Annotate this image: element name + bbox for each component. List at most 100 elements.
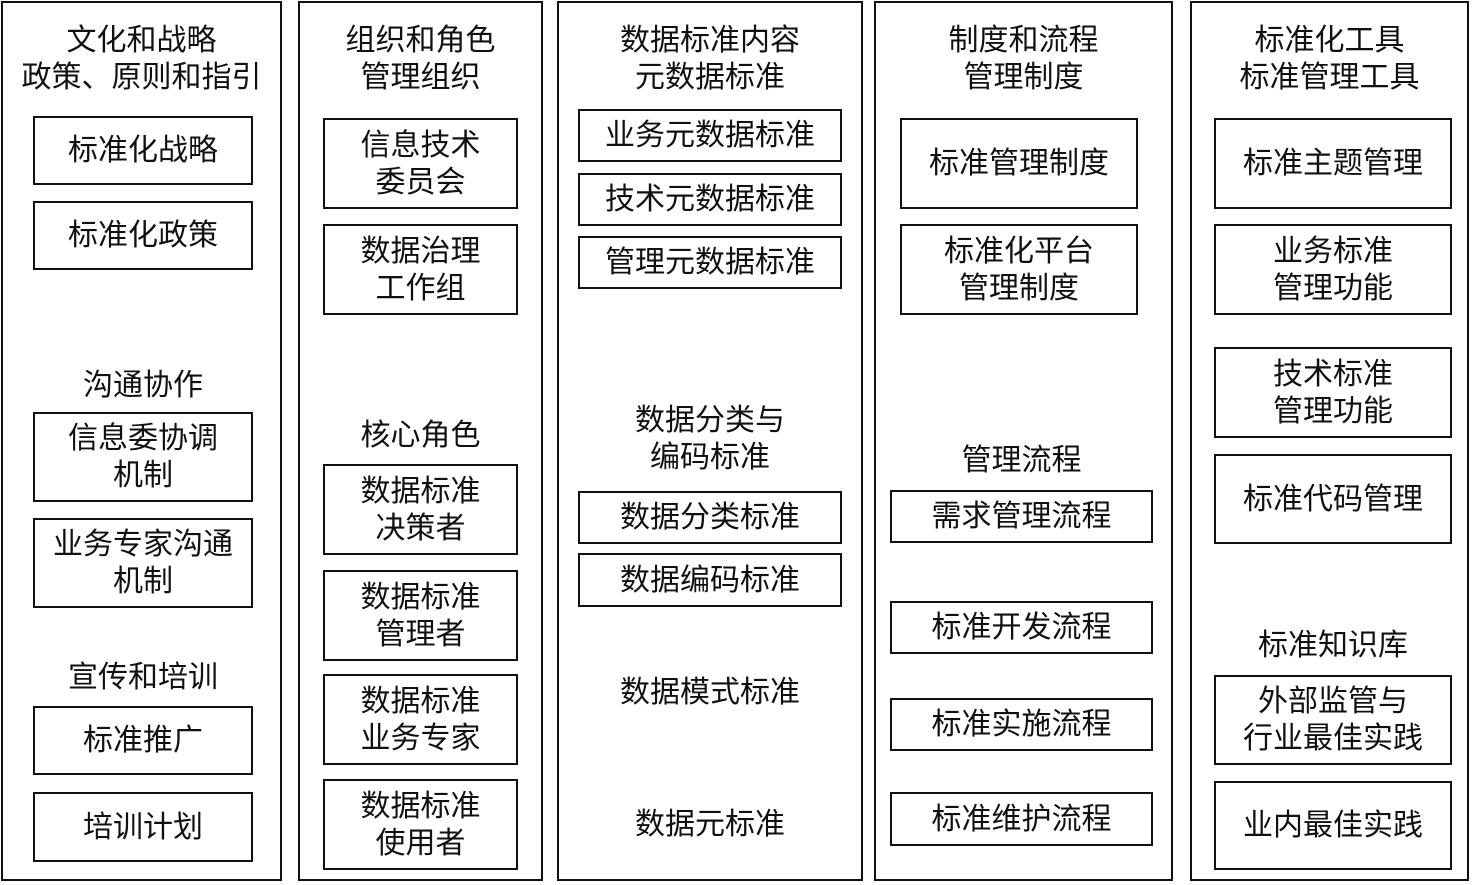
- column-header-line: 标准管理工具: [1239, 60, 1420, 95]
- item-box-line: 机制: [113, 564, 173, 599]
- item-box-line: 使用者: [375, 825, 466, 861]
- item-box-line: 标准推广: [83, 723, 203, 758]
- item-box-line: 需求管理流程: [931, 499, 1112, 534]
- column-header-line: 组织和角色: [345, 23, 496, 58]
- item-box: 数据标准使用者: [323, 779, 518, 870]
- item-box-line: 标准化政策: [68, 218, 218, 253]
- item-box-line: 标准实施流程: [931, 707, 1112, 742]
- item-box-line: 标准化战略: [68, 133, 218, 168]
- item-box-line: 标准开发流程: [931, 610, 1112, 645]
- column-header: 文化和战略政策、原则和指引: [1, 22, 282, 96]
- item-box: 标准主题管理: [1214, 118, 1452, 209]
- item-box: 标准管理制度: [900, 118, 1138, 209]
- item-box-line: 培训计划: [83, 809, 203, 845]
- item-box-line: 委员会: [375, 164, 466, 200]
- section-heading: 宣传和培训: [33, 658, 253, 696]
- item-box-line: 数据编码标准: [620, 562, 800, 598]
- item-box-line: 标准维护流程: [931, 801, 1112, 837]
- section-heading-line: 数据元标准: [635, 806, 785, 842]
- item-box: 数据标准管理者: [323, 570, 518, 661]
- item-box-line: 数据治理: [360, 233, 481, 269]
- column-header: 数据标准内容元数据标准: [557, 22, 863, 96]
- item-box-line: 技术标准: [1273, 356, 1393, 392]
- item-box: 业内最佳实践: [1214, 781, 1452, 870]
- item-box: 标准化政策: [33, 201, 253, 270]
- item-box: 信息委协调机制: [33, 412, 253, 502]
- column-header-line: 数据标准内容: [620, 23, 800, 58]
- section-heading-line: 管理流程: [961, 442, 1082, 478]
- item-box-line: 管理元数据标准: [605, 245, 815, 280]
- item-box: 信息技术委员会: [323, 118, 518, 209]
- item-box-line: 决策者: [375, 510, 466, 546]
- section-heading-line: 宣传和培训: [68, 659, 218, 695]
- column-header-line: 管理制度: [963, 60, 1084, 95]
- item-box: 管理元数据标准: [578, 236, 842, 289]
- column-header-line: 元数据标准: [635, 60, 785, 95]
- item-box: 标准开发流程: [890, 601, 1153, 654]
- item-box-line: 标准代码管理: [1243, 481, 1423, 517]
- item-box-line: 技术元数据标准: [605, 182, 815, 217]
- section-heading-line: 编码标准: [650, 440, 770, 475]
- item-box-line: 信息委协调: [68, 421, 218, 456]
- column-header: 制度和流程管理制度: [874, 22, 1173, 96]
- column-culture: [1, 1, 282, 881]
- item-box: 标准维护流程: [890, 792, 1153, 846]
- column-process: [874, 1, 1173, 881]
- section-heading-line: 核心角色: [360, 417, 481, 453]
- item-box: 业务元数据标准: [578, 109, 842, 162]
- section-heading: 数据模式标准: [578, 672, 842, 712]
- item-box: 外部监管与行业最佳实践: [1214, 675, 1452, 765]
- item-box: 技术元数据标准: [578, 173, 842, 226]
- section-heading: 沟通协作: [33, 366, 253, 404]
- item-box-line: 管理功能: [1273, 393, 1393, 429]
- column-content: [557, 1, 863, 881]
- item-box: 数据标准决策者: [323, 464, 518, 555]
- item-box: 标准推广: [33, 706, 253, 775]
- item-box-line: 机制: [113, 458, 173, 493]
- section-heading: 核心角色: [323, 416, 518, 454]
- section-heading: 标准知识库: [1214, 626, 1452, 664]
- item-box-line: 数据标准: [360, 579, 481, 615]
- item-box: 标准化战略: [33, 116, 253, 185]
- column-header-line: 政策、原则和指引: [21, 60, 262, 95]
- item-box-line: 数据标准: [360, 683, 481, 719]
- column-header-line: 管理组织: [360, 60, 481, 95]
- item-box: 数据编码标准: [578, 553, 842, 607]
- section-heading: 管理流程: [890, 441, 1153, 479]
- item-box: 技术标准管理功能: [1214, 347, 1452, 438]
- column-header-line: 文化和战略: [66, 23, 217, 58]
- section-heading-line: 数据分类与: [635, 403, 785, 438]
- item-box-line: 管理功能: [1273, 270, 1393, 306]
- item-box: 需求管理流程: [890, 490, 1153, 543]
- item-box: 培训计划: [33, 792, 253, 862]
- item-box-line: 业务专家: [360, 720, 481, 756]
- item-box-line: 标准主题管理: [1243, 146, 1423, 181]
- column-header: 组织和角色管理组织: [298, 22, 543, 96]
- column-header: 标准化工具标准管理工具: [1190, 22, 1469, 96]
- item-box-line: 管理制度: [959, 270, 1079, 306]
- item-box-line: 行业最佳实践: [1243, 721, 1423, 756]
- column-tools: [1190, 1, 1469, 881]
- item-box: 数据标准业务专家: [323, 674, 518, 765]
- section-heading-line: 沟通协作: [83, 367, 203, 403]
- item-box-line: 数据分类标准: [620, 500, 800, 535]
- item-box: 数据分类标准: [578, 491, 842, 544]
- item-box-line: 业内最佳实践: [1243, 808, 1423, 843]
- item-box: 数据治理工作组: [323, 224, 518, 315]
- item-box-line: 数据标准: [360, 473, 481, 509]
- section-heading-line: 数据模式标准: [620, 674, 800, 710]
- item-box: 标准代码管理: [1214, 454, 1452, 544]
- section-heading: 数据分类与编码标准: [578, 400, 842, 478]
- item-box-line: 标准管理制度: [929, 146, 1109, 181]
- item-box: 标准实施流程: [890, 698, 1153, 751]
- item-box: 标准化平台管理制度: [900, 224, 1138, 315]
- item-box-line: 工作组: [375, 270, 466, 306]
- item-box-line: 数据标准: [360, 788, 481, 824]
- item-box-line: 外部监管与: [1258, 684, 1408, 719]
- item-box-line: 信息技术: [360, 127, 481, 163]
- item-box: 业务专家沟通机制: [33, 518, 253, 608]
- column-header-line: 标准化工具: [1254, 23, 1405, 58]
- item-box-line: 管理者: [375, 616, 466, 652]
- item-box-line: 标准化平台: [944, 233, 1094, 269]
- item-box-line: 业务元数据标准: [605, 118, 815, 153]
